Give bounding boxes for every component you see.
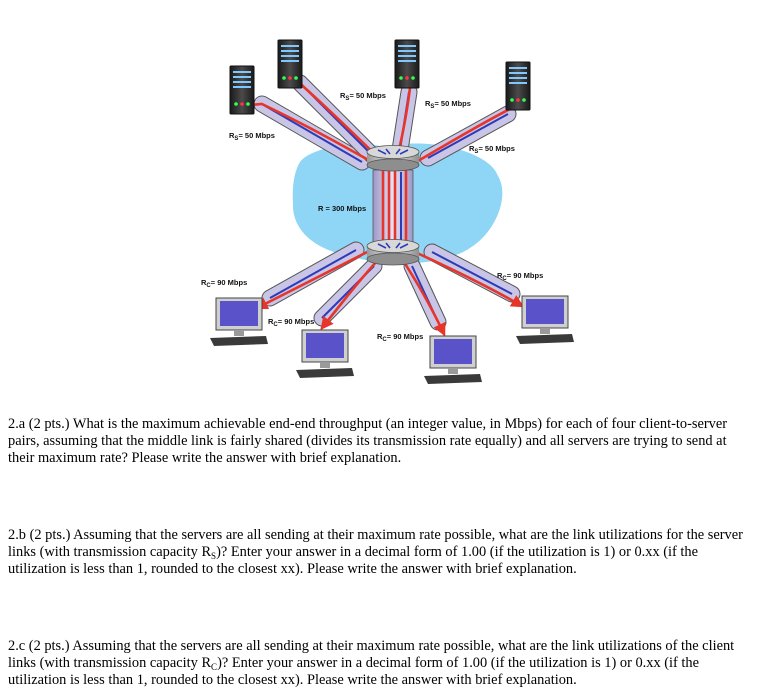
server-icon	[505, 61, 531, 111]
server-link-label: RS= 50 Mbps	[340, 91, 386, 102]
server-link-label: RS= 50 Mbps	[229, 131, 275, 142]
question-2b: 2.b (2 pts.) Assuming that the servers a…	[8, 527, 743, 577]
middle-link-label: R = 300 Mbps	[318, 204, 366, 213]
server-icon	[394, 39, 420, 89]
client-link-label: RC= 90 Mbps	[497, 271, 543, 282]
network-diagram: RS= 50 Mbps RS= 50 Mbps RS= 50 Mbps RS= …	[201, 39, 574, 384]
router-icon	[366, 145, 420, 172]
question-2a: 2.a (2 pts.) What is the maximum achieva…	[8, 416, 728, 466]
client-link-label: RC= 90 Mbps	[377, 332, 423, 343]
server-icon	[277, 39, 303, 89]
server-link-label: RS= 50 Mbps	[425, 99, 471, 110]
question-2c: 2.c (2 pts.) Assuming that the servers a…	[8, 638, 735, 688]
client-link-label: RC= 90 Mbps	[201, 278, 247, 289]
client-pc-icon	[296, 329, 354, 378]
router-icon	[366, 239, 420, 266]
client-link-label: RC= 90 Mbps	[268, 317, 314, 328]
server-link-label: RS= 50 Mbps	[469, 144, 515, 155]
client-pc-icon	[516, 295, 574, 344]
client-pc-icon	[424, 335, 482, 384]
client-pc-icon	[210, 297, 268, 346]
server-link-pipes	[253, 74, 517, 171]
server-icon	[229, 65, 255, 115]
